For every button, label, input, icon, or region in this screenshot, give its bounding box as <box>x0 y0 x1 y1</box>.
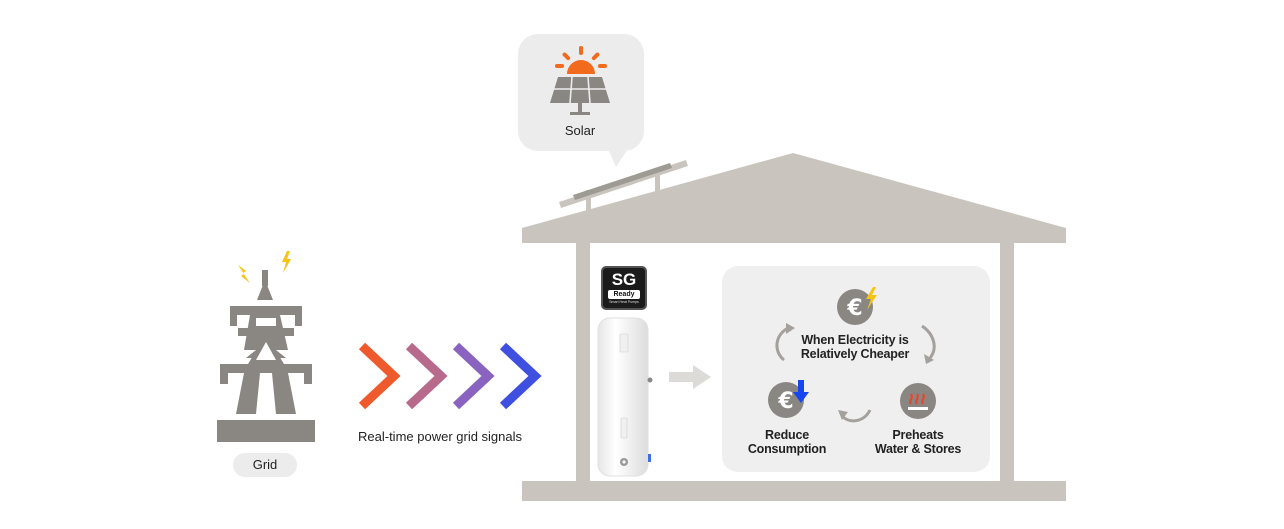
badge-caption: Smart Heat Pumps <box>609 300 639 304</box>
cycle-arrow-icon <box>775 323 795 362</box>
cycle-left-text: Reduce Consumption <box>737 428 837 456</box>
euro-coin-icon: € <box>768 380 809 418</box>
transmission-tower-icon <box>217 270 315 442</box>
sg-ready-badge: SG Ready Smart Heat Pumps <box>601 266 647 310</box>
house-right-wall <box>1000 243 1014 483</box>
euro-symbol: € <box>777 389 793 414</box>
down-arrow-icon <box>793 380 809 403</box>
cycle-top-line1: When Electricity is <box>801 333 909 347</box>
badge-subtitle: Ready <box>608 290 640 299</box>
lightning-icon <box>866 287 877 310</box>
badge-title: SG <box>611 270 637 289</box>
house-floor <box>522 481 1066 501</box>
chevron-right-icon <box>405 342 448 410</box>
water-heater-icon <box>597 317 653 477</box>
cycle-right-line2: Water & Stores <box>874 442 962 456</box>
grid-label: Grid <box>233 453 297 477</box>
cycle-right-line1: Preheats <box>892 428 944 442</box>
heating-icon <box>900 383 936 419</box>
signals-label: Real-time power grid signals <box>358 429 523 444</box>
euro-symbol: € <box>846 296 862 321</box>
chevron-right-icon <box>499 342 542 410</box>
house-left-wall <box>576 243 590 483</box>
house-roof <box>522 153 1066 243</box>
chevron-right-icon <box>358 342 401 410</box>
right-arrow-icon <box>669 365 711 389</box>
solar-label: Solar <box>564 123 596 138</box>
cycle-left-line2: Consumption <box>747 442 827 456</box>
euro-coin-icon: € <box>837 287 877 325</box>
solar-panel-icon <box>550 76 610 115</box>
cycle-arrow-icon <box>838 409 872 423</box>
sun-icon <box>555 46 607 74</box>
lightning-icon <box>238 265 250 283</box>
chevron-right-icon <box>452 342 495 410</box>
cycle-arrow-icon <box>921 324 936 364</box>
cycle-left-line1: Reduce <box>765 428 809 442</box>
cycle-top-text: When Electricity is Relatively Cheaper <box>780 333 930 361</box>
lightning-icon <box>282 251 291 273</box>
cycle-right-text: Preheats Water & Stores <box>862 428 974 456</box>
cycle-top-line2: Relatively Cheaper <box>800 347 910 361</box>
